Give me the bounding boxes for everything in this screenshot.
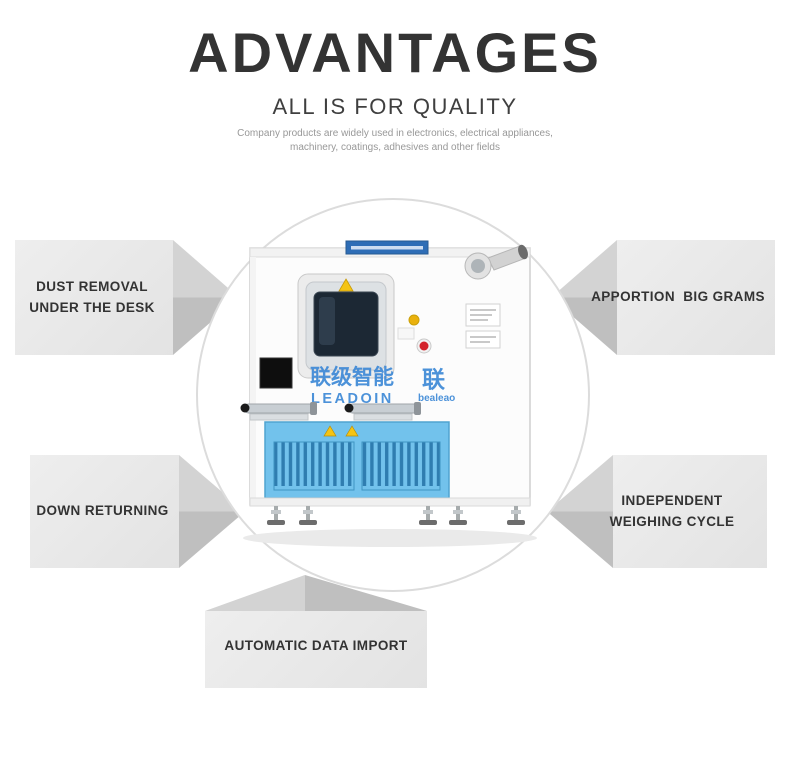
- label-line: DOWN RETURNING: [36, 503, 169, 519]
- machine-window: [297, 273, 395, 379]
- description-line-1: Company products are widely used in elec…: [237, 128, 553, 139]
- label-line: WEIGHING CYCLE: [609, 513, 735, 529]
- watermark-en: LEADOIN: [311, 391, 394, 407]
- machine-foot: [299, 506, 317, 525]
- page-title: ADVANTAGES: [188, 21, 602, 84]
- advantage-label: DUST REMOVAL UNDER THE DESK: [15, 240, 239, 355]
- brand-plate: [345, 240, 429, 255]
- side-opening: [259, 357, 293, 389]
- block-face: [613, 455, 767, 568]
- label-line: APPORTION BIG GRAMS: [591, 289, 765, 305]
- brand-watermark: 联级智能 LEADOIN 联 bealeao: [310, 365, 455, 407]
- watermark-cn: 联级智能: [310, 365, 394, 389]
- watermark2-en: bealeao: [418, 393, 455, 404]
- clamp-right: [344, 402, 421, 421]
- warning-triangle-icon: [338, 278, 354, 292]
- clamp-left: [240, 402, 317, 421]
- advantage-apportion-big-grams: APPORTION BIG GRAMS: [551, 240, 775, 355]
- machine-illustration: 联级智能 LEADOIN 联 bealeao: [240, 240, 537, 547]
- page-description: Company products are widely used in elec…: [0, 127, 790, 154]
- description-line-2: machinery, coatings, adhesives and other…: [290, 141, 500, 153]
- label-line: UNDER THE DESK: [29, 299, 155, 315]
- label-line: AUTOMATIC DATA IMPORT: [224, 638, 408, 654]
- warning-triangle-icon: [323, 425, 337, 437]
- advantage-label: INDEPENDENT WEIGHING CYCLE: [547, 455, 767, 568]
- machine-foot: [419, 506, 437, 525]
- exhaust-vent: [464, 244, 528, 280]
- machine-shadow: [243, 529, 537, 547]
- machine-foot: [449, 506, 467, 525]
- label-line: DUST REMOVAL: [36, 278, 148, 294]
- machine-feet: [267, 506, 525, 525]
- block-face: [15, 240, 173, 355]
- page-subtitle: ALL IS FOR QUALITY: [272, 94, 518, 119]
- label-line: INDEPENDENT: [621, 492, 723, 508]
- vent-slots-right: [361, 441, 441, 491]
- machine-foot: [267, 506, 285, 525]
- watermark2-cn: 联: [422, 366, 445, 392]
- advantage-independent-weighing-cycle: INDEPENDENT WEIGHING CYCLE: [547, 455, 767, 568]
- vent-slots-left: [273, 441, 355, 491]
- advantage-label: APPORTION BIG GRAMS: [551, 240, 775, 355]
- base-strip: [249, 497, 531, 507]
- label-sticker: [397, 327, 415, 340]
- product-image-circle: 联级智能 LEADOIN 联 bealeao: [196, 198, 590, 592]
- round-sticker-icon: [408, 314, 420, 326]
- emergency-stop-button: [416, 338, 432, 354]
- machine-foot: [507, 506, 525, 525]
- block-face: [205, 611, 427, 688]
- spec-stickers: [465, 303, 501, 349]
- advantage-label: AUTOMATIC DATA IMPORT: [205, 575, 427, 688]
- vent-panel: [264, 421, 450, 499]
- block-face: [617, 240, 775, 355]
- advantage-down-returning: DOWN RETURNING: [30, 455, 245, 568]
- warning-triangle-icon: [345, 425, 359, 437]
- block-face: [30, 455, 179, 568]
- advantage-label: DOWN RETURNING: [30, 455, 245, 568]
